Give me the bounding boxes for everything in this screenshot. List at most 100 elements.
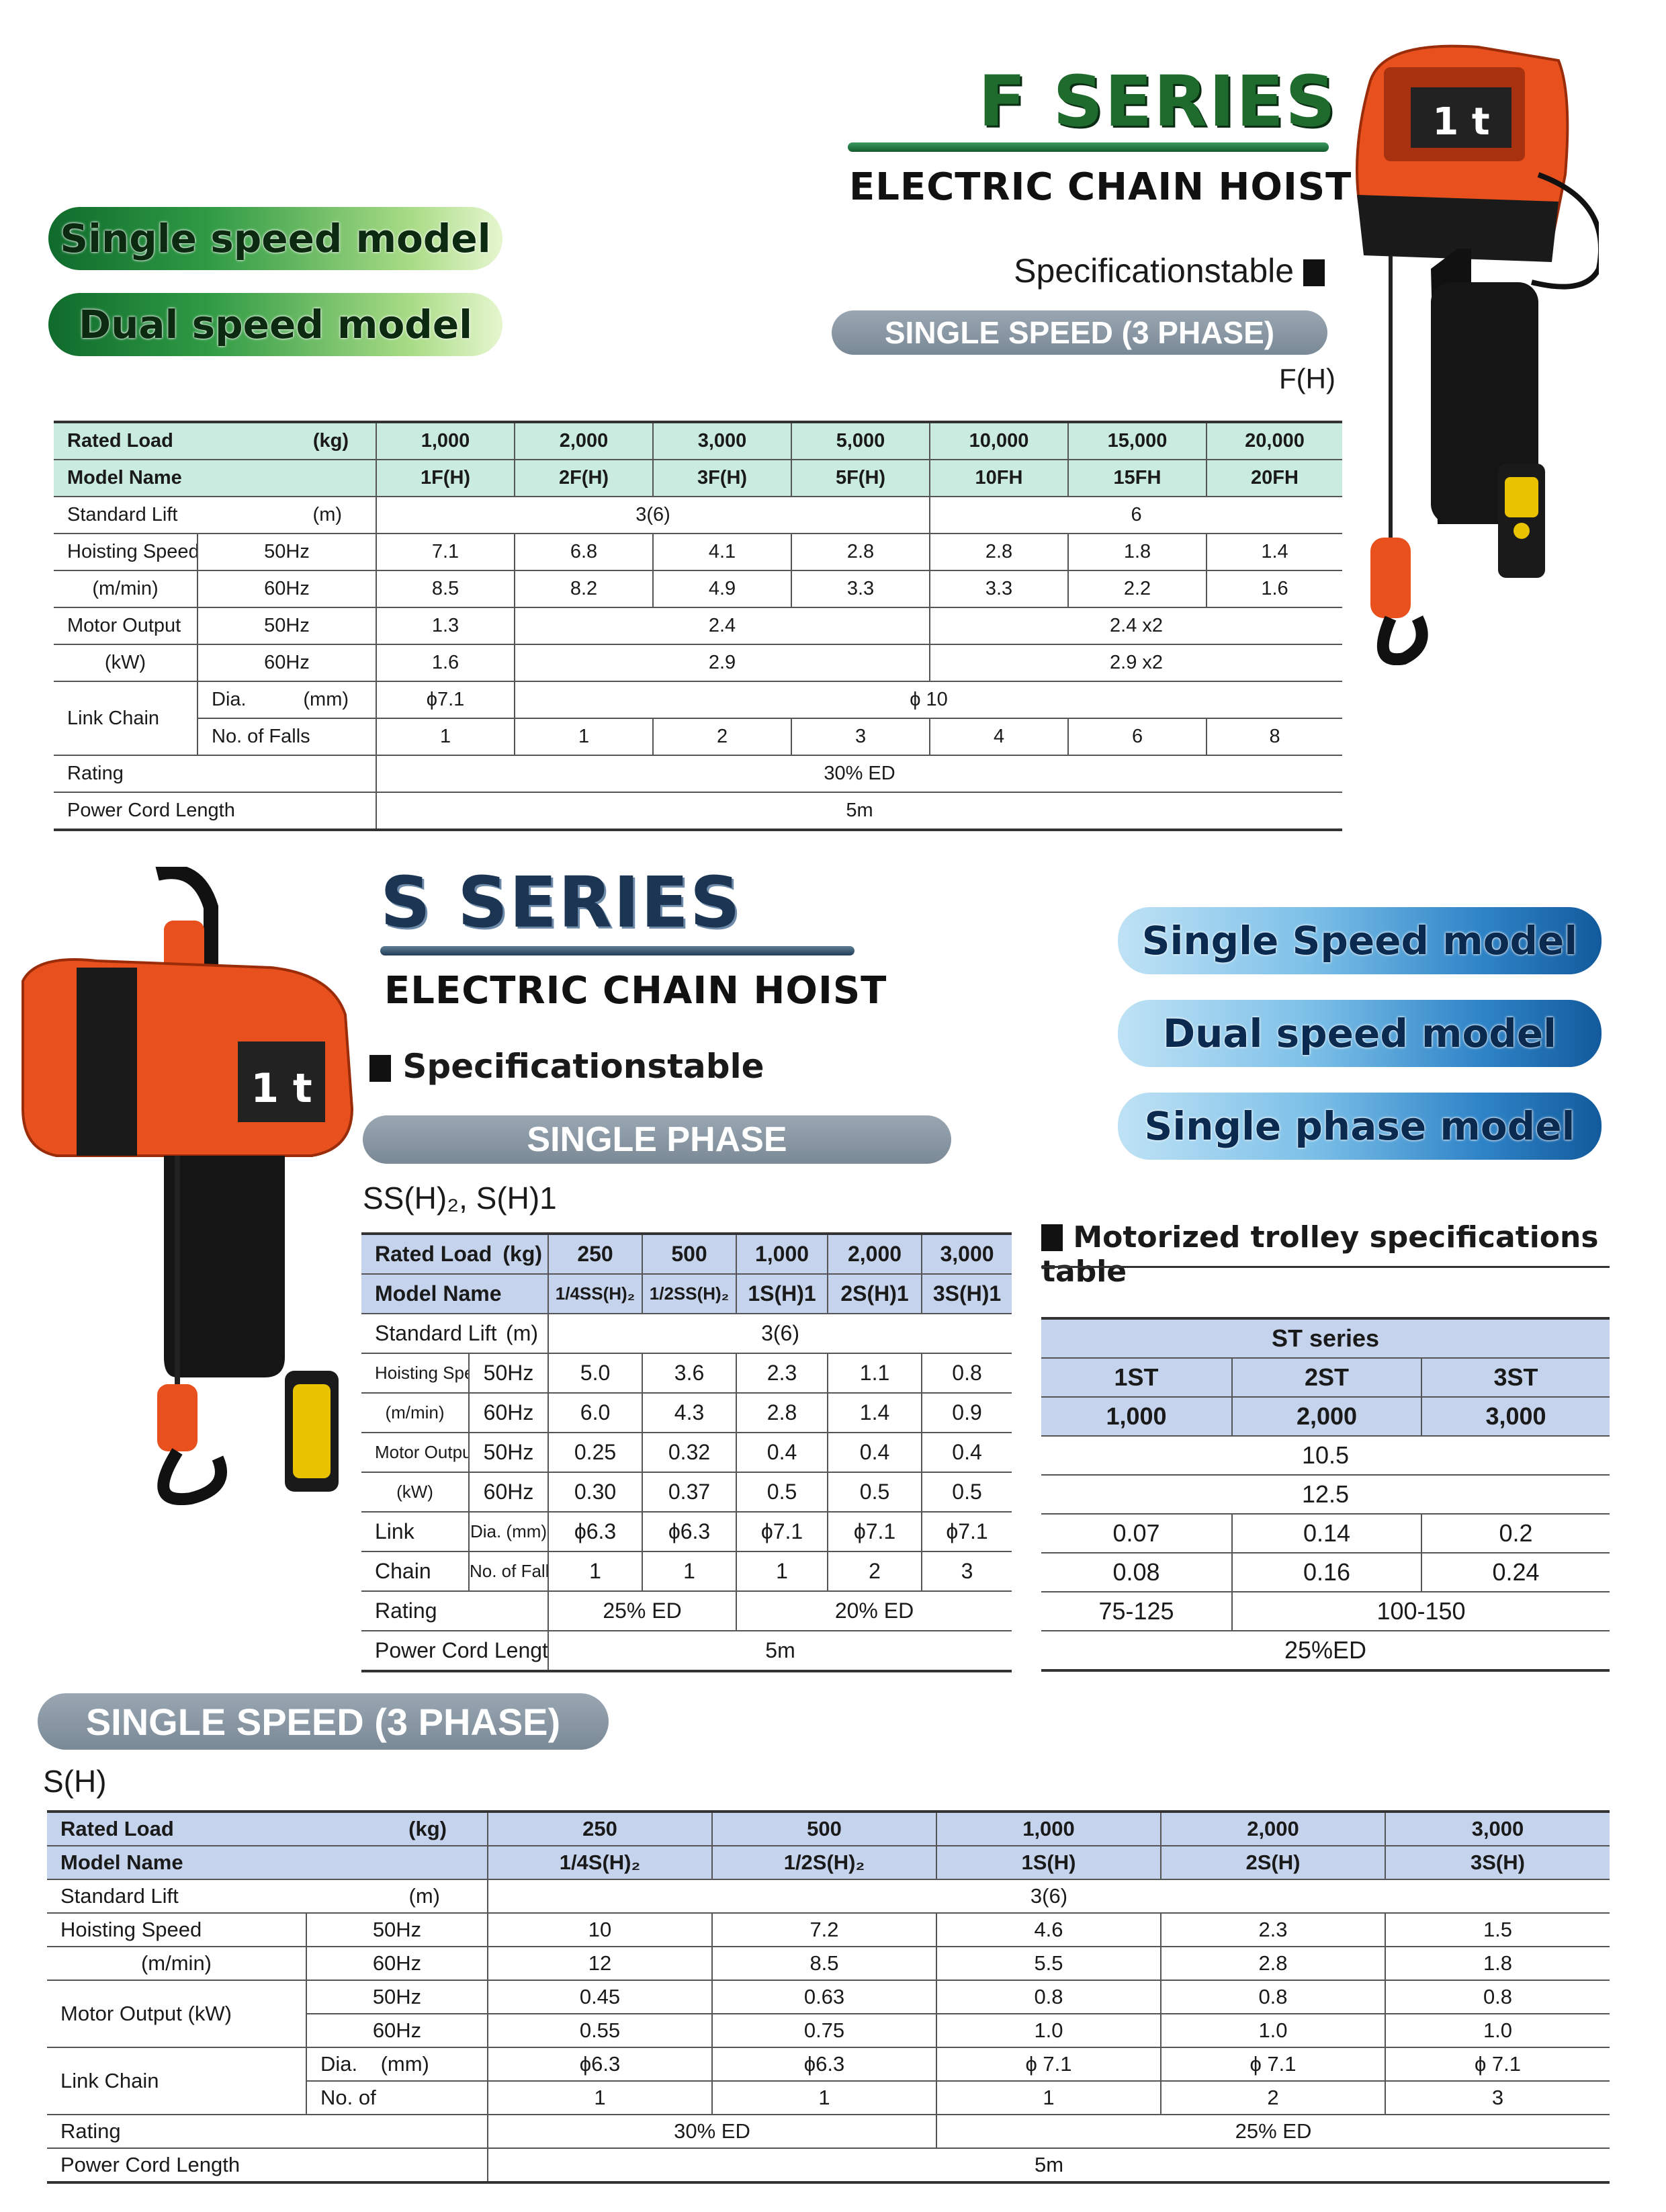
hoisting-speed-label-cell: Hoisting Speed	[47, 1913, 307, 1947]
table-cell: 2.4 x2	[930, 607, 1343, 645]
falls-label-cell: No. of	[306, 2081, 488, 2115]
table-cell: 3(6)	[548, 1314, 1012, 1354]
f-pill-dual-speed: Dual speed model	[48, 293, 502, 356]
table-cell: 0.2	[1421, 1514, 1610, 1554]
table-cell: 1/4SS(H)₂	[548, 1274, 644, 1314]
table-cell: 60Hz	[198, 570, 378, 608]
hoisting-speed-label-cell: Hoisting Speed	[361, 1353, 470, 1394]
table-row: Rating 30% ED 25% ED	[47, 2115, 1610, 2149]
sh-phase-label: SINGLE SPEED (3 PHASE)	[38, 1693, 609, 1750]
table-cell: 0.4	[828, 1433, 923, 1473]
table-cell: 2,000	[828, 1234, 923, 1275]
motor-output-unit-cell: (kW)	[361, 1472, 470, 1513]
table-cell: 1.0	[1385, 2014, 1610, 2048]
table-cell: 1.3	[376, 607, 516, 645]
table-cell: 25% ED	[548, 1591, 738, 1631]
table-cell: ϕ7.1	[736, 1512, 829, 1552]
table-row: Rating 25% ED 20% ED	[361, 1591, 1012, 1631]
table-cell: 60Hz	[469, 1393, 550, 1433]
dia-label-cell: Dia. (mm)	[306, 2047, 488, 2082]
table-cell: 1	[712, 2081, 937, 2115]
s-pill-dual-speed: Dual speed model	[1118, 1000, 1602, 1067]
table-cell: 1,000	[376, 422, 516, 460]
table-row: 60Hz 0.55 0.75 1.0 1.0 1.0	[47, 2014, 1610, 2048]
table-cell: 3(6)	[488, 1879, 1610, 1914]
table-cell: 5,000	[791, 422, 931, 460]
table-row: Standard Lift(m) 3(6)	[361, 1314, 1012, 1354]
table-cell: 4	[930, 718, 1069, 756]
table-cell: ϕ6.3	[488, 2047, 713, 2082]
dia-label-cell: Dia.(mm)	[198, 681, 378, 719]
link-label-cell: Link	[361, 1512, 470, 1552]
table-cell: 0.16	[1232, 1553, 1422, 1592]
table-cell: 1S(H)1	[736, 1274, 829, 1314]
table-row: No. of 1 1 1 2 3	[47, 2081, 1610, 2115]
table-cell: 25%ED	[1041, 1631, 1610, 1671]
table-cell: 8.5	[376, 570, 516, 608]
table-cell: 2.2	[1068, 570, 1208, 608]
table-cell: 60Hz	[198, 644, 378, 682]
table-row: ST series	[1041, 1318, 1610, 1359]
table-cell: 7.2	[712, 1913, 937, 1947]
table-cell: 1	[376, 718, 516, 756]
table-cell: 500	[642, 1234, 738, 1275]
table-cell: 2S(H)1	[828, 1274, 923, 1314]
sh-model-code: S(H)	[43, 1764, 107, 1799]
table-row: (kW) 60Hz 1.6 2.9 2.9 x2	[54, 644, 1343, 682]
table-row: (m/min) 60Hz 12 8.5 5.5 2.8 1.8	[47, 1947, 1610, 1981]
table-cell: 1	[515, 718, 654, 756]
table-cell: 2.4	[515, 607, 931, 645]
link-chain-label-cell: Link Chain	[47, 2047, 307, 2115]
table-cell: 2.9	[515, 644, 931, 682]
table-cell: 1.5	[1385, 1913, 1610, 1947]
table-cell: 1	[642, 1551, 738, 1592]
chain-label-cell: Chain	[361, 1551, 470, 1592]
table-cell: 3,000	[653, 422, 793, 460]
model-name-label-cell: Model Name	[361, 1274, 550, 1314]
table-cell: 0.8	[936, 1980, 1161, 2014]
table-row: Power Cord Length 5m	[47, 2148, 1610, 2183]
square-marker-icon	[1303, 259, 1325, 286]
table-cell: 1/4S(H)₂	[488, 1846, 713, 1880]
table-cell: 0.8	[1385, 1980, 1610, 2014]
trolley-title: Motorized trolley specifications table	[1041, 1220, 1599, 1289]
table-cell: 1	[736, 1551, 829, 1592]
table-cell: ϕ 7.1	[1161, 2047, 1386, 2082]
table-row: Link Chain Dia. (mm) ϕ6.3 ϕ6.3 ϕ 7.1 ϕ 7…	[47, 2047, 1610, 2115]
table-cell: 10.5	[1041, 1436, 1610, 1476]
table-cell: 10FH	[930, 460, 1069, 497]
table-cell: 0.14	[1232, 1514, 1422, 1554]
table-row: Standard Lift(m) 3(6)	[47, 1879, 1610, 1914]
table-cell: 3.6	[642, 1353, 738, 1394]
s-pill-single-speed: Single Speed model	[1118, 907, 1602, 974]
table-row: Rated Load(kg) 250 500 1,000 2,000 3,000	[361, 1234, 1012, 1275]
s-series-title: S SERIES	[380, 861, 742, 943]
motor-output-label-cell: Motor Output	[361, 1433, 470, 1473]
table-row: (kW) 60Hz 0.30 0.37 0.5 0.5 0.5	[361, 1472, 1012, 1513]
table-cell: 1.6	[376, 644, 516, 682]
sh-spec-table: Rated Load(kg) 250 500 1,000 2,000 3,000…	[47, 1810, 1610, 2184]
table-row: Motor Output 50Hz 1.3 2.4 2.4 x2	[54, 607, 1343, 645]
trolley-title-rule	[1041, 1266, 1610, 1268]
table-cell: 0.55	[488, 2014, 713, 2048]
table-row: 0.08 0.16 0.24	[1041, 1553, 1610, 1592]
table-cell: 1/2SS(H)₂	[642, 1274, 738, 1314]
table-cell: 2.8	[930, 534, 1069, 571]
table-row: 1,000 2,000 3,000	[1041, 1397, 1610, 1437]
table-cell: 2.9 x2	[930, 644, 1343, 682]
table-cell: 5.0	[548, 1353, 644, 1394]
table-cell: 0.25	[548, 1433, 644, 1473]
table-row: 1ST 2ST 3ST	[1041, 1358, 1610, 1398]
f-spec-label: Specificationstable	[1014, 251, 1325, 290]
table-cell: 4.9	[653, 570, 793, 608]
table-cell: 1,000	[1041, 1397, 1233, 1437]
table-row: (m/min) 60Hz 8.5 8.2 4.9 3.3 3.3 2.2 1.6	[54, 570, 1343, 608]
model-name-label-cell: Model Name	[54, 460, 378, 497]
table-cell: 0.30	[548, 1472, 644, 1513]
table-cell: 60Hz	[306, 1947, 488, 1981]
table-cell: 0.8	[1161, 1980, 1386, 2014]
table-cell: 50Hz	[306, 1913, 488, 1947]
table-cell: 1.1	[828, 1353, 923, 1394]
table-cell: 0.45	[488, 1980, 713, 2014]
table-cell: 50Hz	[469, 1433, 550, 1473]
